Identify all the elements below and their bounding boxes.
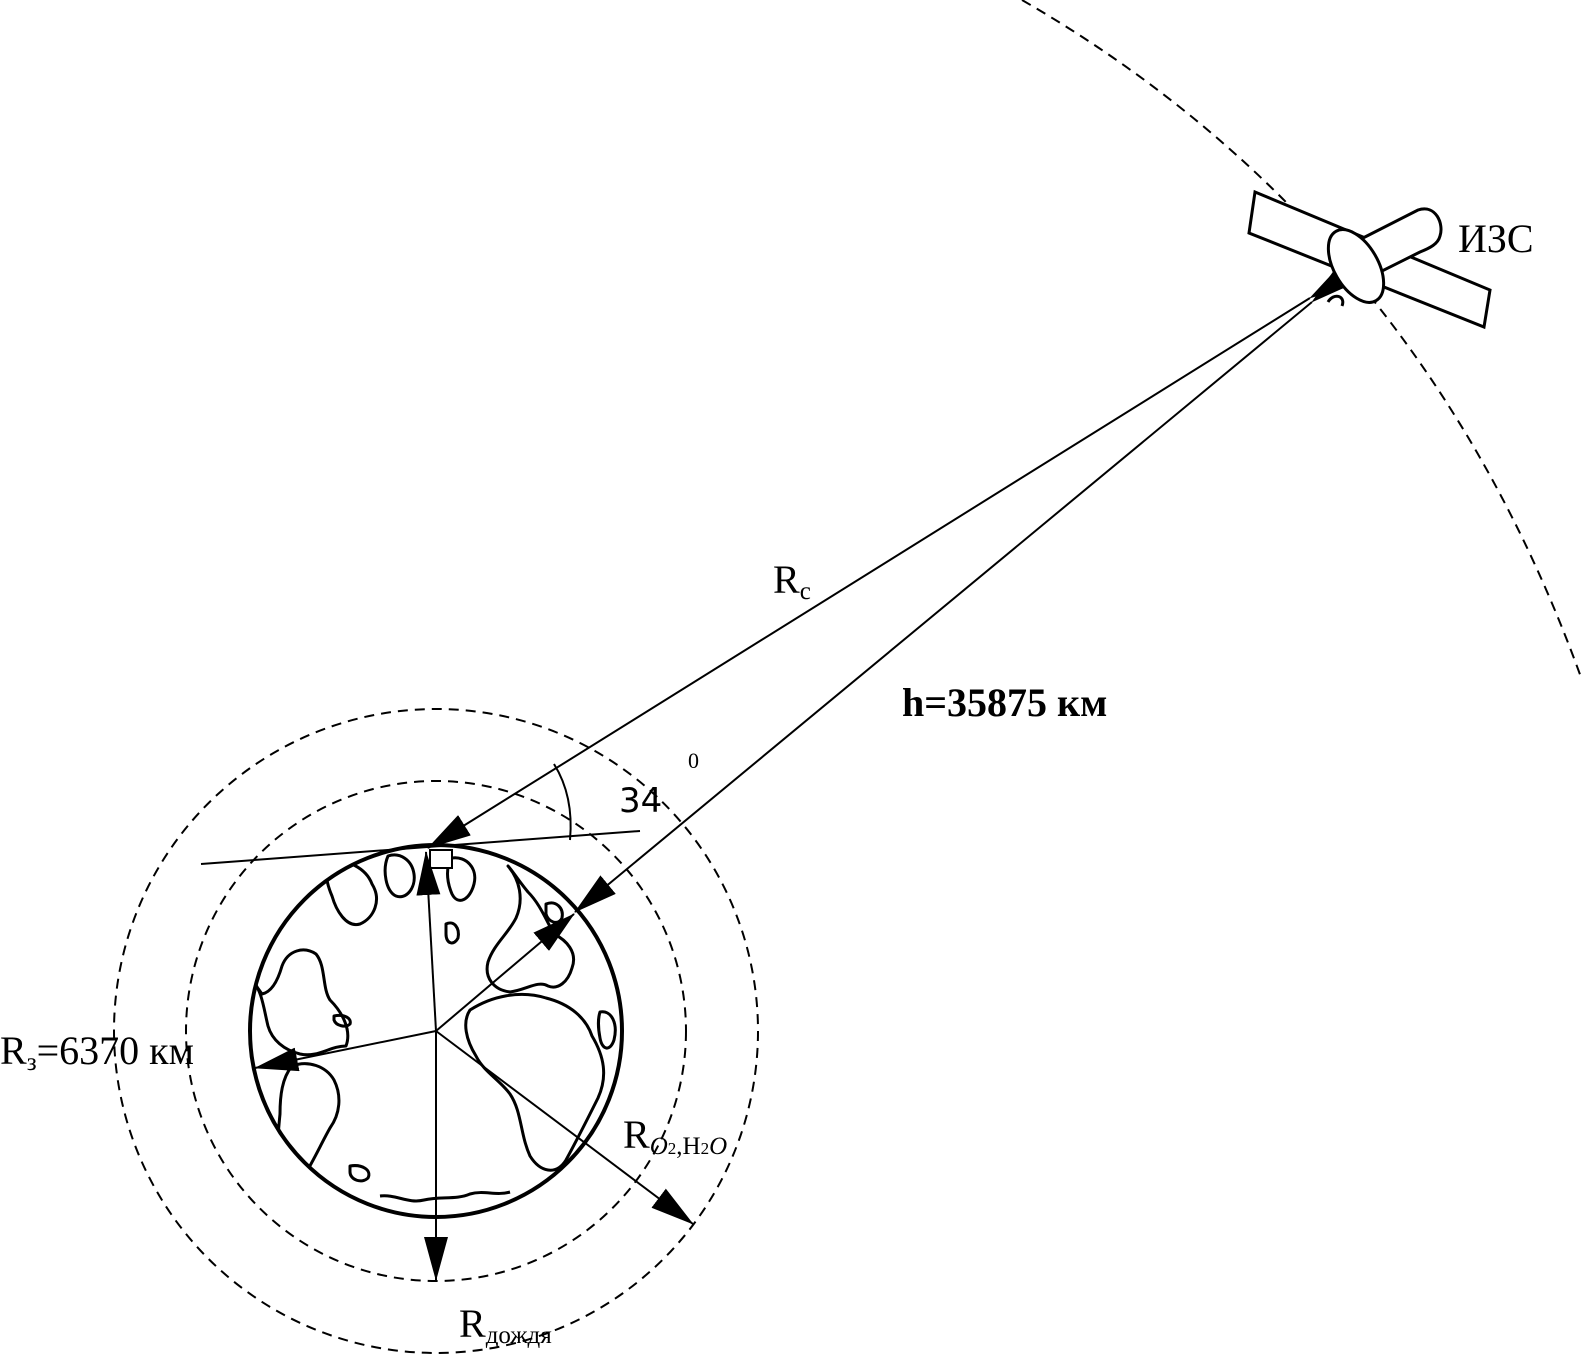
- satellite-feed: [1326, 294, 1345, 307]
- earth-station: [429, 849, 453, 869]
- gas-radius-o: O: [709, 1133, 728, 1160]
- satellite-boom: [1362, 207, 1443, 278]
- surface-point-arrow: [435, 913, 575, 1032]
- earth-radius-value: =6370 км: [36, 1028, 194, 1073]
- altitude-line: [574, 265, 1353, 913]
- gas-radius-h-index: 2: [700, 1139, 710, 1158]
- slant-range-subscript: с: [799, 578, 811, 605]
- gas-radius-comma: ,: [676, 1133, 683, 1160]
- landmass-madagascar: [597, 1010, 617, 1050]
- continent-africa: [464, 992, 606, 1172]
- gas-radius-label: RO2,H2O: [623, 1112, 727, 1160]
- rain-radius-subscript: дождя: [485, 1322, 552, 1349]
- rain-radius-label: Rдождя: [459, 1301, 552, 1349]
- landmass-island: [332, 1014, 352, 1028]
- altitude-label: h=35875 км: [902, 680, 1108, 725]
- geostationary-orbit-arc: [1021, 0, 1582, 681]
- continent-antarctica: [379, 1190, 511, 1203]
- gas-radius-o2: O: [649, 1133, 668, 1160]
- elevation-angle-arc: [553, 763, 572, 841]
- station-radius-arrow: [416, 851, 441, 1032]
- landmass-north: [383, 853, 416, 899]
- landmass-arctic: [446, 856, 477, 902]
- landmass-island-2: [444, 921, 460, 945]
- continent-greenland: [324, 859, 378, 927]
- elevation-angle-value: 34: [619, 781, 663, 821]
- satellite-dish: [1326, 228, 1386, 304]
- earth-radius-symbol: R: [0, 1028, 27, 1073]
- gas-radius-arrow: [435, 1030, 694, 1225]
- gas-radius-symbol: R: [623, 1112, 650, 1157]
- earth-radius-label: Rз=6370 км: [0, 1028, 194, 1076]
- continent-north-america: [250, 948, 350, 1057]
- slant-range-symbol: R: [773, 557, 800, 602]
- slant-range-label: Rс: [773, 557, 811, 605]
- gas-radius-h: H: [682, 1133, 701, 1160]
- gas-radius-o2-index: 2: [667, 1139, 677, 1158]
- earth-radius-subscript: з: [26, 1049, 37, 1076]
- elevation-angle-degree: 0: [688, 748, 699, 773]
- slant-range-line: [427, 265, 1353, 849]
- landmass-south: [348, 1164, 371, 1183]
- satellite: [1247, 189, 1492, 330]
- satellite-label: ИЗС: [1458, 216, 1534, 261]
- rain-radius-symbol: R: [459, 1301, 486, 1346]
- continent-europe: [485, 864, 575, 994]
- earth-radius-arrow: [254, 1030, 437, 1072]
